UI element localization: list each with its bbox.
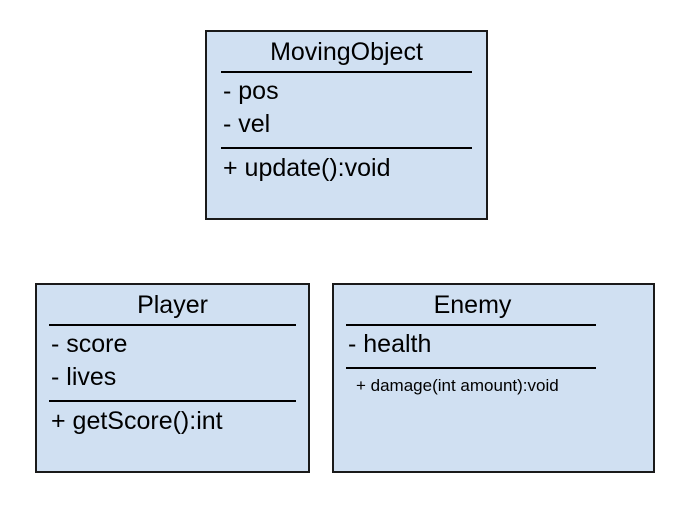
- attributes-compartment: - health: [348, 328, 653, 361]
- compartment-separator-title-attributes: [346, 324, 596, 326]
- compartment-separator-title-attributes: [49, 324, 296, 326]
- uml-class-player[interactable]: Player - score - lives + getScore():int: [35, 283, 310, 473]
- attribute-row: - health: [348, 330, 432, 358]
- compartment-separator-attributes-operations: [221, 147, 472, 149]
- compartment-separator-attributes-operations: [49, 400, 296, 402]
- compartment-separator-attributes-operations: [346, 367, 596, 369]
- operation-row: + damage(int amount):void: [356, 376, 559, 395]
- attribute-row: - lives: [51, 363, 117, 391]
- uml-class-movingobject[interactable]: MovingObject - pos - vel + update():void: [205, 30, 488, 220]
- operation-row: + getScore():int: [51, 407, 223, 435]
- attribute-row: - pos: [223, 77, 279, 105]
- attributes-compartment: - score - lives: [51, 328, 308, 394]
- operation-row: + update():void: [223, 154, 391, 182]
- attribute-row: - score: [51, 330, 128, 358]
- class-name-enemy: Enemy: [433, 291, 512, 319]
- attributes-compartment: - pos - vel: [223, 75, 486, 141]
- class-name-movingobject: MovingObject: [270, 38, 423, 66]
- operations-compartment: + damage(int amount):void: [356, 375, 653, 397]
- uml-class-enemy[interactable]: Enemy - health + damage(int amount):void: [332, 283, 655, 473]
- attribute-row: - vel: [223, 110, 271, 138]
- class-name-player: Player: [137, 291, 208, 319]
- compartment-separator-title-attributes: [221, 71, 472, 73]
- operations-compartment: + update():void: [223, 152, 486, 185]
- operations-compartment: + getScore():int: [51, 405, 308, 438]
